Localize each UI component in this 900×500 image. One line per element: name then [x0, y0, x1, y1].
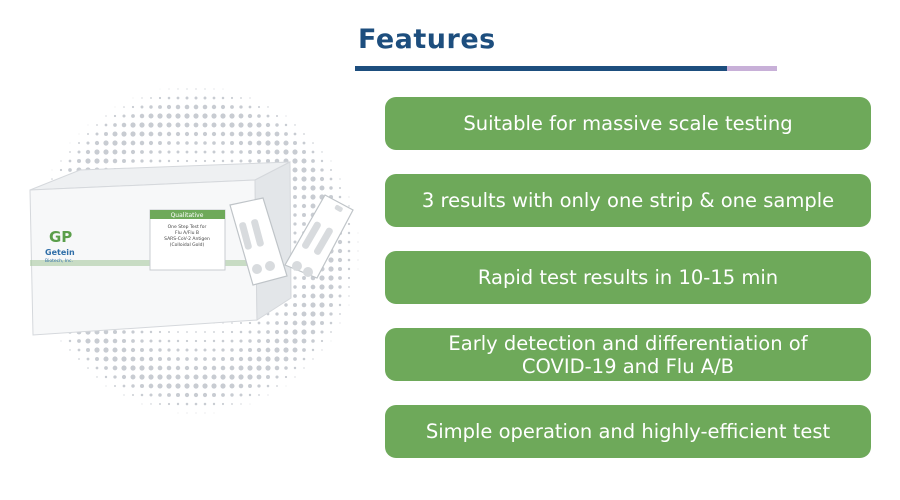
label-badge: Qualitative	[171, 212, 204, 219]
feature-item: Rapid test results in 10-15 min	[385, 251, 871, 304]
brand-logo-mark: GP	[49, 228, 72, 246]
feature-item: Early detection and differentiation of C…	[385, 328, 871, 381]
label-line: Flu A/Flu B	[175, 230, 199, 236]
brand-name: Getein	[45, 248, 75, 257]
label-line: One Step Test for	[168, 224, 207, 230]
feature-item: Simple operation and highly-efficient te…	[385, 405, 871, 458]
test-cassette	[284, 194, 354, 279]
feature-list: Suitable for massive scale testing 3 res…	[385, 97, 871, 482]
title-underline-accent	[727, 66, 777, 71]
product-illustration: Qualitative One Step Test for Flu A/Flu …	[29, 88, 359, 414]
brand-subname: Biotech, Inc.	[45, 258, 73, 264]
feature-item: Suitable for massive scale testing	[385, 97, 871, 150]
test-cassette	[229, 197, 288, 286]
title-underline	[355, 66, 727, 71]
feature-item: 3 results with only one strip & one samp…	[385, 174, 871, 227]
label-line: (Colloidal Gold)	[170, 242, 205, 248]
label-line: SARS-CoV-2 Antigen	[164, 236, 210, 242]
label-badge-bg	[150, 210, 225, 219]
page-title: Features	[358, 24, 496, 55]
